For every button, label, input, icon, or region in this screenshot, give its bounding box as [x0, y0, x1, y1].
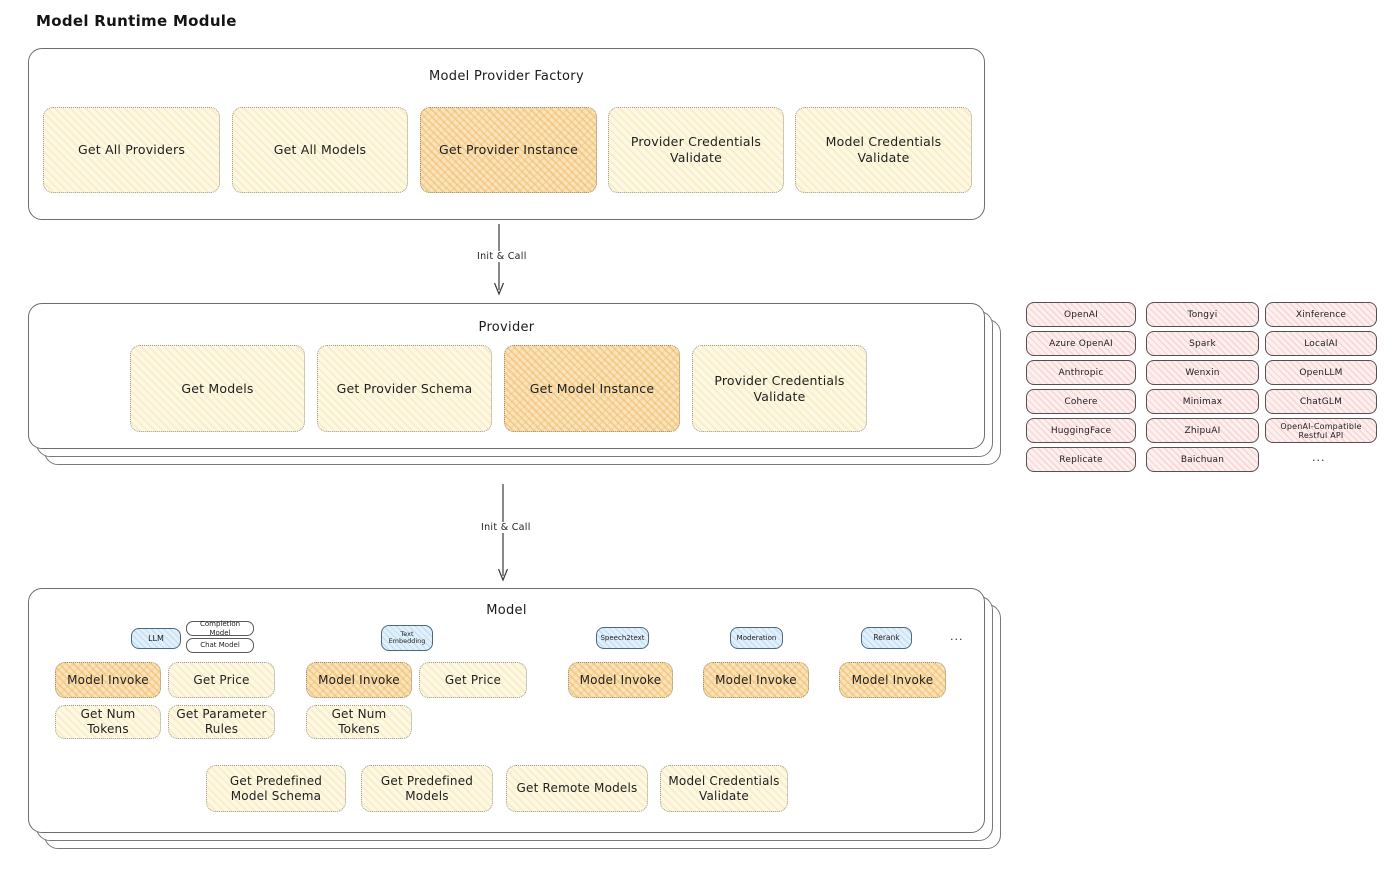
node-get-provider-instance: Get Provider Instance — [420, 107, 597, 193]
node-get-all-models: Get All Models — [232, 107, 408, 193]
node-get-all-providers: Get All Providers — [43, 107, 220, 193]
tags-more-ellipsis: ... — [950, 630, 964, 643]
node-llm-model-invoke: Model Invoke — [55, 662, 161, 698]
page-title: Model Runtime Module — [36, 12, 237, 30]
factory-panel-title: Model Provider Factory — [429, 69, 584, 84]
model-panel-title: Model — [486, 603, 527, 618]
provider-chip-minimax: Minimax — [1146, 389, 1259, 414]
tag-llm: LLM — [131, 628, 181, 649]
node-get-provider-schema: Get Provider Schema — [317, 345, 492, 432]
node-get-predefined-models: Get Predefined Models — [361, 765, 493, 812]
provider-chip-azure-openai: Azure OpenAI — [1026, 331, 1136, 356]
node-moderation-model-invoke: Model Invoke — [703, 662, 809, 698]
arrow-label-init-call-1: Init & Call — [474, 251, 530, 262]
provider-chip-openllm: OpenLLM — [1265, 360, 1377, 385]
node-get-predefined-model-schema: Get Predefined Model Schema — [206, 765, 346, 812]
provider-chip-openai: OpenAI — [1026, 302, 1136, 327]
arrow-label-init-call-2: Init & Call — [478, 522, 534, 533]
node-get-models: Get Models — [130, 345, 305, 432]
provider-chip-zhipuai: ZhipuAI — [1146, 418, 1259, 443]
node-embedding-model-invoke: Model Invoke — [306, 662, 412, 698]
tag-text-embedding: Text Embedding — [381, 625, 433, 651]
provider-chip-localai: LocalAI — [1265, 331, 1377, 356]
node-llm-get-parameter-rules: Get Parameter Rules — [168, 705, 275, 739]
node-provider-credentials-validate-2: Provider Credentials Validate — [692, 345, 867, 432]
provider-chip-anthropic: Anthropic — [1026, 360, 1136, 385]
provider-chip-chatglm: ChatGLM — [1265, 389, 1377, 414]
tag-moderation: Moderation — [730, 627, 783, 649]
node-speech2text-model-invoke: Model Invoke — [568, 662, 673, 698]
node-model-credentials-validate-2: Model Credentials Validate — [660, 765, 788, 812]
provider-chip-more-ellipsis: ... — [1312, 451, 1326, 464]
provider-chip-wenxin: Wenxin — [1146, 360, 1259, 385]
node-embedding-get-num-tokens: Get Num Tokens — [306, 705, 412, 739]
provider-panel-title: Provider — [478, 320, 535, 335]
tag-completion-model: Completion Model — [186, 620, 254, 637]
node-get-remote-models: Get Remote Models — [506, 765, 648, 812]
node-llm-get-price: Get Price — [168, 662, 275, 698]
provider-chip-huggingface: HuggingFace — [1026, 418, 1136, 443]
node-llm-get-num-tokens: Get Num Tokens — [55, 705, 161, 739]
node-provider-credentials-validate: Provider Credentials Validate — [608, 107, 784, 193]
node-get-model-instance: Get Model Instance — [504, 345, 680, 432]
tag-speech2text: Speech2text — [596, 627, 649, 649]
tag-chat-model: Chat Model — [186, 638, 254, 653]
node-embedding-get-price: Get Price — [419, 662, 527, 698]
tag-rerank: Rerank — [861, 627, 912, 649]
provider-chip-tongyi: Tongyi — [1146, 302, 1259, 327]
provider-chip-xinference: Xinference — [1265, 302, 1377, 327]
provider-chip-openai-compatible: OpenAI-Compatible Restful API — [1265, 418, 1377, 443]
arrow-provider-to-model — [497, 484, 509, 582]
provider-chip-cohere: Cohere — [1026, 389, 1136, 414]
provider-chip-spark: Spark — [1146, 331, 1259, 356]
provider-chip-baichuan: Baichuan — [1146, 447, 1259, 472]
provider-chip-replicate: Replicate — [1026, 447, 1136, 472]
node-model-credentials-validate: Model Credentials Validate — [795, 107, 972, 193]
node-rerank-model-invoke: Model Invoke — [839, 662, 946, 698]
